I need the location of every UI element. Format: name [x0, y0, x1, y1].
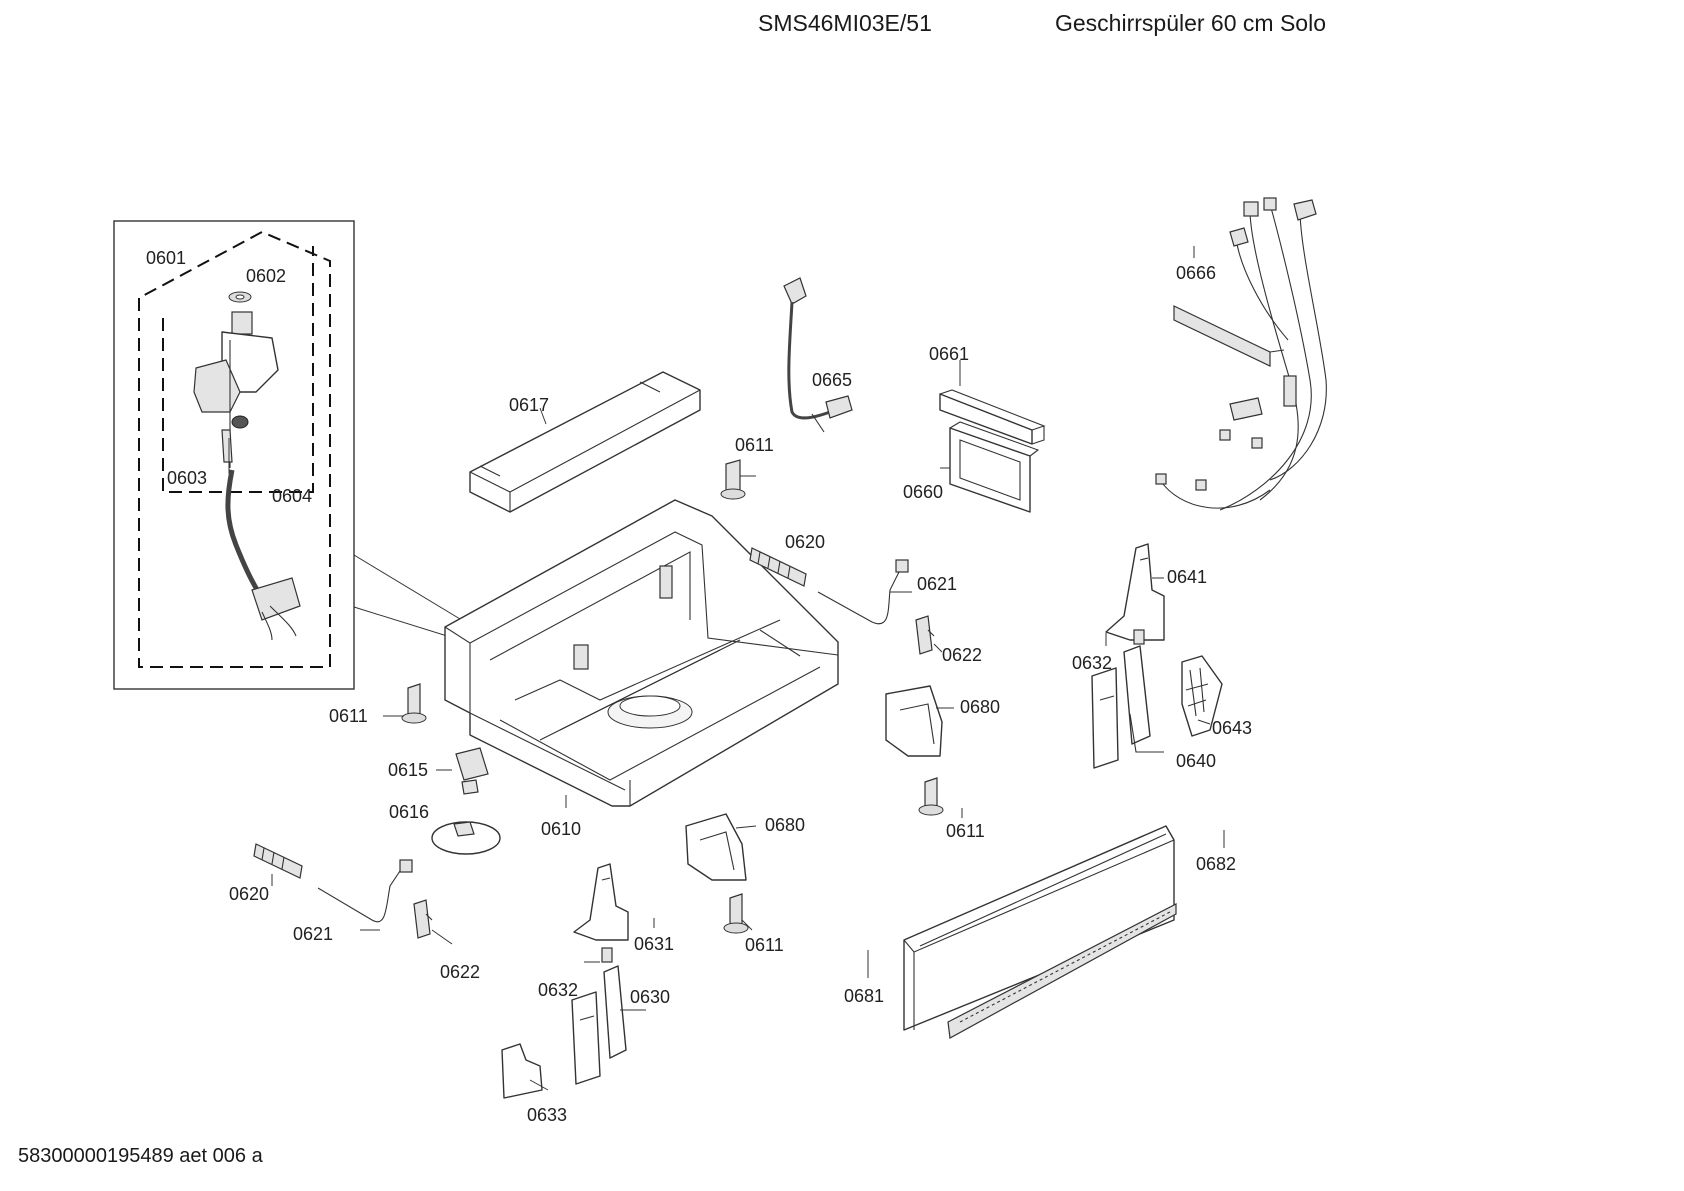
screw-0611-bottom	[723, 893, 753, 934]
hinge-0633	[501, 1043, 549, 1099]
label-0660: 0660	[903, 482, 943, 502]
label-0603: 0603	[167, 468, 207, 488]
hinge-plate-0640	[1091, 645, 1164, 769]
clip-0622-bottom	[413, 899, 453, 945]
base-tub-0610	[444, 499, 839, 807]
label-0661: 0661	[929, 344, 969, 364]
pin-0632-left	[584, 947, 613, 963]
plinth-0681	[903, 825, 1175, 1031]
document-code: 58300000195489 aet 006 a	[18, 1145, 263, 1167]
label-0604: 0604	[272, 486, 312, 506]
valve-assembly-0601	[193, 311, 279, 474]
label-0622-bottom: 0622	[440, 962, 480, 982]
label-0602: 0602	[246, 266, 286, 286]
screw-0611-left	[383, 683, 427, 724]
label-0632-right: 0632	[1072, 653, 1112, 673]
screw-0611-mid	[918, 777, 963, 818]
label-0610: 0610	[541, 819, 581, 839]
label-0640: 0640	[1176, 751, 1216, 771]
bracket-0680-left	[685, 813, 757, 881]
label-0621-top: 0621	[917, 574, 957, 594]
control-module-0660	[949, 421, 1040, 513]
plinth-strip-0682	[947, 903, 1177, 1039]
label-0682: 0682	[1196, 854, 1236, 874]
label-0601: 0601	[146, 248, 186, 268]
seal-ring-0602	[228, 291, 252, 303]
disc-0616	[431, 821, 501, 855]
label-0666: 0666	[1176, 263, 1216, 283]
diagram-title: Geschirrspüler 60 cm Solo	[1055, 10, 1326, 36]
pin-0632-right	[1105, 629, 1145, 646]
label-0620-top: 0620	[785, 532, 825, 552]
hinge-plate-0630	[571, 965, 646, 1085]
label-0622-top: 0622	[942, 645, 982, 665]
block-0615	[436, 747, 489, 795]
hinge-0641	[1105, 543, 1165, 641]
label-0632-left: 0632	[538, 980, 578, 1000]
spring-0620-bottom	[253, 843, 303, 879]
sensor-cable-0621-top	[817, 559, 912, 625]
label-0633: 0633	[527, 1105, 567, 1125]
label-0631: 0631	[634, 934, 674, 954]
bracket-0680-right	[885, 685, 954, 757]
label-0680-left: 0680	[765, 815, 805, 835]
label-0620-bottom: 0620	[229, 884, 269, 904]
model-number: SMS46MI03E/51	[758, 10, 932, 36]
wiring-harness-0666	[1155, 197, 1327, 511]
label-0681: 0681	[844, 986, 884, 1006]
clip-0622-top	[915, 615, 943, 655]
label-0680-right: 0680	[960, 697, 1000, 717]
mesh-0643	[1181, 655, 1223, 737]
label-0615: 0615	[388, 760, 428, 780]
inset-detail	[113, 220, 471, 690]
power-cord-0665	[783, 277, 853, 433]
screw-0611-top	[720, 459, 756, 500]
spring-0620-top	[749, 547, 807, 587]
label-0611-left: 0611	[329, 706, 368, 726]
label-0665: 0665	[812, 370, 852, 390]
hose-0604	[225, 469, 301, 641]
label-0617: 0617	[509, 395, 549, 415]
label-0643: 0643	[1212, 718, 1252, 738]
label-0611-top: 0611	[735, 435, 774, 455]
label-0611-mid: 0611	[946, 821, 985, 841]
cover-0617	[469, 371, 701, 513]
label-0641: 0641	[1167, 567, 1207, 587]
hinge-0631	[573, 863, 655, 941]
label-0630: 0630	[630, 987, 670, 1007]
label-0616: 0616	[389, 802, 429, 822]
panel-strip-0661	[939, 389, 1046, 445]
label-0611-bottom: 0611	[745, 935, 784, 955]
sensor-cable-0621-bottom	[317, 859, 413, 931]
label-0621-bottom: 0621	[293, 924, 333, 944]
